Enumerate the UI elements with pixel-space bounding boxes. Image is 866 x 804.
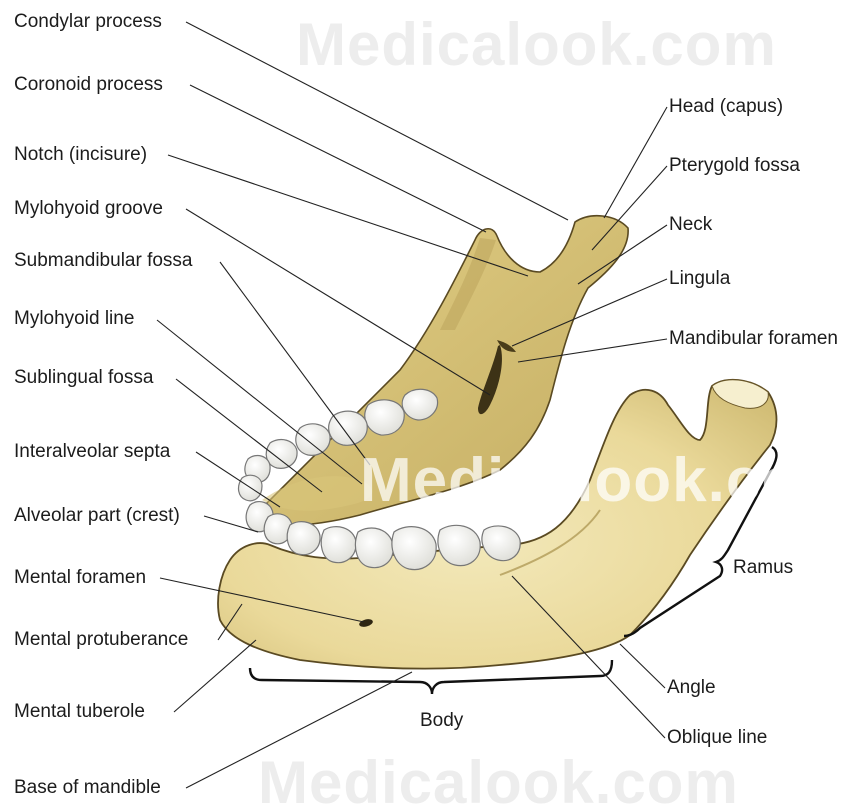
label-angle: Angle: [667, 677, 716, 699]
label-neck: Neck: [669, 214, 712, 236]
leader-angle: [620, 644, 665, 688]
leader-coronoid: [190, 85, 486, 232]
label-lingula: Lingula: [669, 268, 730, 290]
label-mental-protuberance: Mental protuberance: [14, 629, 188, 651]
label-mental-foramen: Mental foramen: [14, 567, 146, 589]
label-mental-tuberole: Mental tuberole: [14, 701, 145, 723]
label-submandibular-fossa: Submandibular fossa: [14, 250, 193, 272]
label-mylohyoid-line: Mylohyoid line: [14, 308, 134, 330]
label-notch: Notch (incisure): [14, 144, 147, 166]
label-ramus: Ramus: [733, 557, 793, 579]
label-base-of-mandible: Base of mandible: [14, 777, 161, 799]
leader-notch: [168, 155, 528, 276]
watermark-middle: Medicalook.com: [360, 445, 856, 516]
label-mandibular-foramen: Mandibular foramen: [669, 328, 838, 350]
label-oblique-line: Oblique line: [667, 727, 767, 749]
leader-submandibular: [220, 262, 370, 465]
label-mylohyoid-groove: Mylohyoid groove: [14, 198, 163, 220]
label-pterygoid-fossa: Pterygold fossa: [669, 155, 800, 177]
label-condylar-process: Condylar process: [14, 11, 162, 33]
label-alveolar-part: Alveolar part (crest): [14, 505, 180, 527]
leader-base: [186, 672, 412, 788]
label-interalveolar-septa: Interalveolar septa: [14, 441, 170, 463]
label-body: Body: [420, 710, 463, 732]
label-sublingual-fossa: Sublingual fossa: [14, 367, 153, 389]
leader-condylar: [186, 22, 568, 220]
label-head: Head (capus): [669, 96, 783, 118]
leader-pterygoid: [592, 166, 667, 250]
label-coronoid-process: Coronoid process: [14, 74, 163, 96]
